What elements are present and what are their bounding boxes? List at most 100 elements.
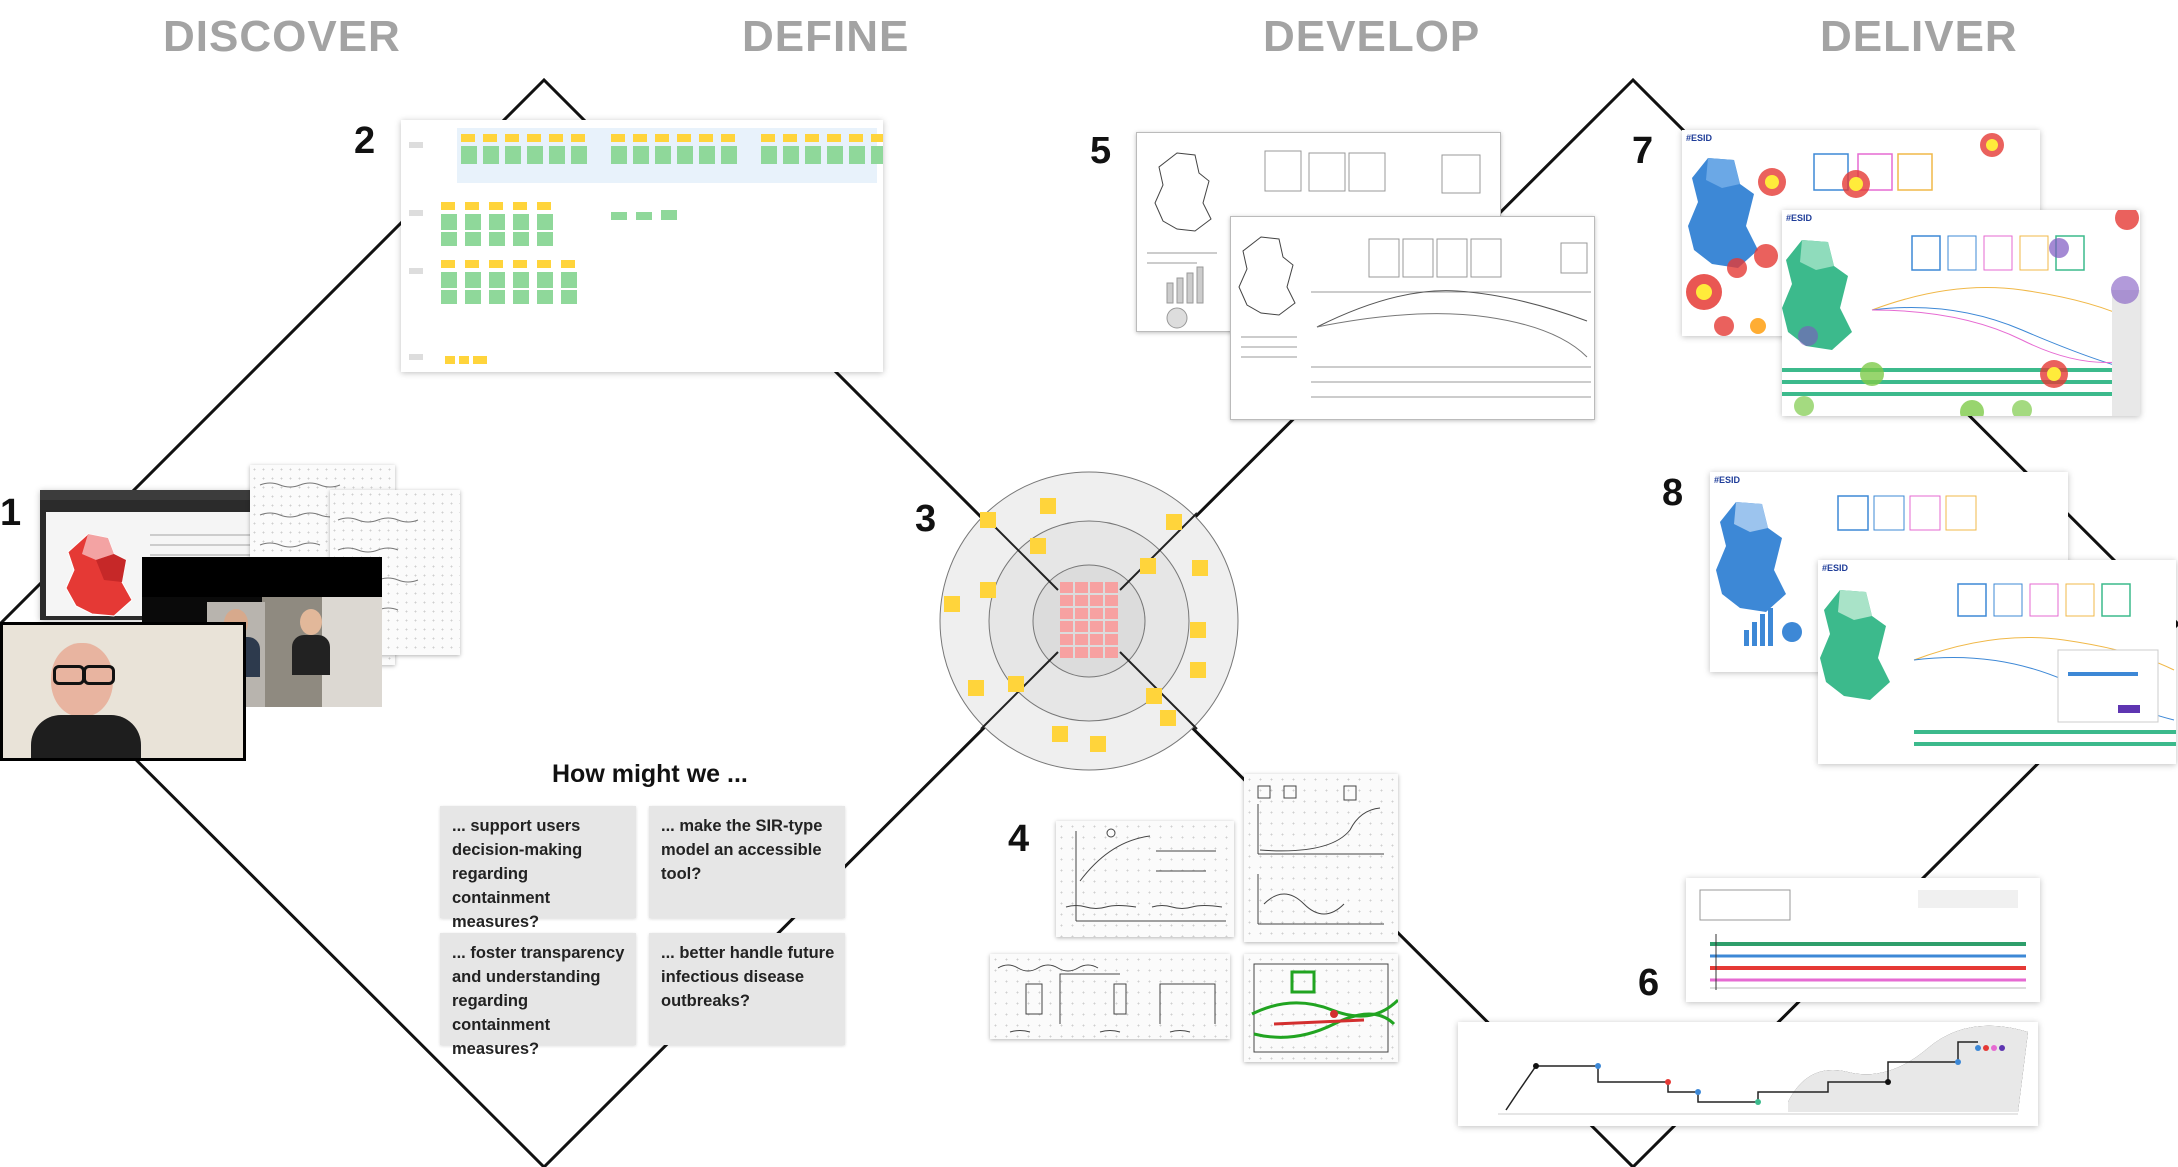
sticky-note	[677, 134, 691, 142]
step-number-8: 8	[1662, 472, 1684, 514]
sticky-note	[483, 146, 499, 164]
sticky-note	[827, 146, 843, 164]
step-number-3: 3	[915, 498, 937, 540]
dashboard-refined-2: #ESID	[1818, 560, 2176, 764]
esid-logo: #ESID	[1714, 475, 1741, 485]
sticky-note	[611, 212, 627, 220]
sticky-note	[721, 146, 737, 164]
sticky-note	[461, 146, 477, 164]
sticky-note	[489, 202, 503, 210]
sticky-note	[1090, 582, 1103, 593]
germany-map-red	[65, 533, 133, 617]
step-number-2: 2	[354, 120, 376, 162]
sticky-note	[1140, 558, 1156, 574]
sticky-note	[1090, 634, 1103, 645]
sticky-note	[655, 146, 671, 164]
sticky-note	[1192, 560, 1208, 576]
sticky-note	[1075, 634, 1088, 645]
sticky-note	[483, 134, 497, 142]
sticky-note	[611, 134, 625, 142]
sticky-note	[699, 146, 715, 164]
wireframe-2	[1230, 216, 1595, 420]
phase-label-deliver: DELIVER	[1820, 12, 2018, 61]
sticky-note	[1105, 647, 1118, 658]
sticky-note	[1090, 647, 1103, 658]
sticky-note	[489, 272, 505, 288]
sticky-note	[1190, 622, 1206, 638]
sticky-note	[944, 596, 960, 612]
sticky-note	[636, 212, 652, 220]
sticky-note	[473, 356, 487, 364]
sticky-note	[571, 134, 585, 142]
sketch-4	[1244, 954, 1398, 1062]
sticky-note	[1040, 498, 1056, 514]
sticky-note	[1075, 647, 1088, 658]
sticky-note	[1105, 621, 1118, 632]
sticky-note	[1160, 710, 1176, 726]
sticky-note	[441, 232, 457, 246]
sticky-note	[1075, 621, 1088, 632]
phase-label-define: DEFINE	[742, 12, 910, 61]
hmw-title: How might we ...	[552, 760, 748, 788]
sticky-note	[1075, 595, 1088, 606]
sticky-note	[527, 134, 541, 142]
sketch-2	[1244, 774, 1398, 942]
esid-logo: #ESID	[1786, 213, 1813, 223]
sticky-note	[1090, 621, 1103, 632]
timeline-chart-1	[1686, 878, 2040, 1002]
sticky-note	[827, 134, 841, 142]
sticky-note	[513, 202, 527, 210]
sticky-note	[783, 134, 797, 142]
sticky-note	[537, 214, 553, 230]
sticky-note	[465, 214, 481, 230]
esid-logo: #ESID	[1822, 563, 1849, 573]
sticky-note	[1075, 582, 1088, 593]
hmw-card-1: ... support users decision-making regard…	[440, 806, 636, 931]
esid-logo: #ESID	[1686, 133, 1713, 143]
sticky-note	[677, 146, 693, 164]
step-number-1: 1	[0, 492, 22, 534]
sticky-note	[537, 290, 553, 304]
affinity-sticky-notes	[441, 134, 883, 364]
sticky-note	[1052, 726, 1068, 742]
sticky-note	[1030, 538, 1046, 554]
sticky-note	[761, 134, 775, 142]
sticky-note	[489, 260, 503, 268]
sticky-note	[505, 146, 521, 164]
diamond-right	[1085, 77, 2178, 1167]
sticky-note	[783, 146, 799, 164]
timeline-chart-2	[1458, 1022, 2038, 1126]
step-number-6: 6	[1638, 962, 1660, 1004]
sticky-note	[441, 272, 457, 288]
sticky-note	[537, 272, 553, 288]
hmw-card-4: ... better handle future infectious dise…	[649, 933, 845, 1045]
sticky-note	[849, 146, 865, 164]
sticky-note	[537, 260, 551, 268]
sticky-note	[513, 272, 529, 288]
sticky-note	[1105, 582, 1118, 593]
sticky-note	[968, 680, 984, 696]
sticky-note	[513, 260, 527, 268]
sticky-note	[980, 582, 996, 598]
sticky-note	[655, 134, 669, 142]
sticky-note	[1060, 608, 1073, 619]
sticky-note	[1060, 621, 1073, 632]
sticky-note	[1090, 736, 1106, 752]
sticky-note	[513, 232, 529, 246]
sticky-note	[1060, 582, 1073, 593]
sticky-note	[465, 290, 481, 304]
sticky-note	[513, 290, 529, 304]
heatmap-dashboard-2: #ESID	[1782, 210, 2140, 416]
step-number-4: 4	[1008, 818, 1030, 860]
sticky-note	[461, 134, 475, 142]
diamond-left	[0, 77, 1091, 1167]
sticky-note	[1190, 662, 1206, 678]
sticky-note	[633, 146, 649, 164]
sticky-note	[699, 134, 713, 142]
sticky-note	[561, 272, 577, 288]
sticky-note	[849, 134, 863, 142]
sticky-note	[1166, 514, 1182, 530]
sticky-note	[1105, 634, 1118, 645]
sticky-note	[441, 260, 455, 268]
